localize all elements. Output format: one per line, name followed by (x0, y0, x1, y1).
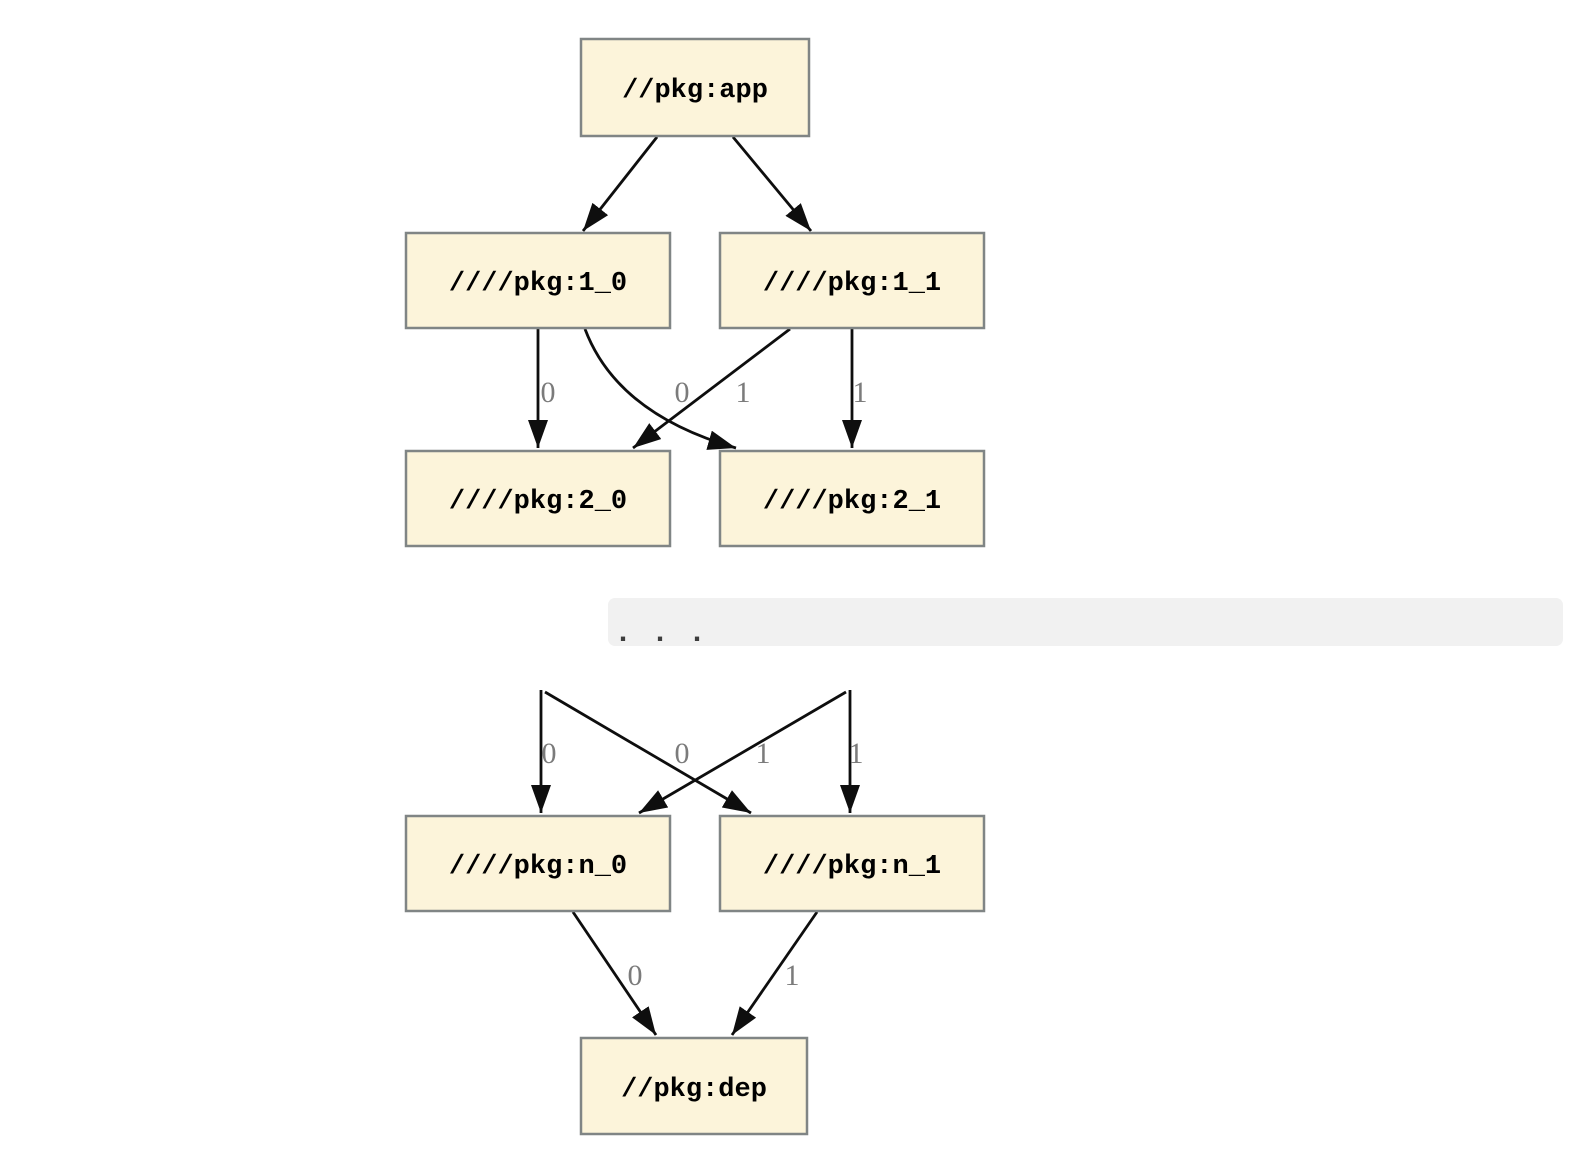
edge-label-1_0-2_0: 0 (541, 376, 556, 409)
edges-layer (528, 136, 862, 1036)
node-pkg-n_1: ////pkg:n_1 (718, 814, 986, 913)
edge-label-1_1-2_1: 1 (853, 376, 868, 409)
edge-1_0-to-2_1 (583, 328, 737, 450)
node-pkg-1_0-box (404, 231, 672, 330)
edge-label-n_1-dep: 1 (785, 959, 800, 992)
edge-label-n_0-dep: 0 (628, 959, 643, 992)
node-pkg-2_1-box (718, 449, 986, 548)
node-pkg-dep: //pkg:dep (579, 1036, 809, 1136)
node-pkg-n_1-box (718, 814, 986, 913)
node-pkg-n_0: ////pkg:n_0 (404, 814, 672, 913)
node-pkg-dep-label: //pkg:dep (621, 1075, 767, 1105)
node-pkg-1_0-label: ////pkg:1_0 (449, 269, 627, 299)
node-pkg-n_0-box (404, 814, 672, 913)
node-pkg-1_1: ////pkg:1_1 (718, 231, 986, 330)
node-pkg-app: //pkg:app (579, 37, 811, 138)
node-pkg-n_0-label: ////pkg:n_0 (449, 852, 627, 882)
node-pkg-1_1-box (718, 231, 986, 330)
edge-labels-layer: 0 0 1 1 0 0 1 1 0 1 (541, 376, 868, 992)
node-pkg-2_0-box (404, 449, 672, 548)
node-pkg-n_1-label: ////pkg:n_1 (763, 852, 941, 882)
ellipsis-bar (608, 598, 1563, 646)
edge-label-1_0-2_1: 1 (736, 376, 751, 409)
edge-ellipsis-to-n_0-cross (638, 690, 847, 815)
edge-label-prev-n_1-straight: 1 (849, 737, 864, 770)
edge-label-1_1-2_0: 0 (675, 376, 690, 409)
node-pkg-2_0: ////pkg:2_0 (404, 449, 672, 548)
node-pkg-1_0: ////pkg:1_0 (404, 231, 672, 330)
node-pkg-2_0-label: ////pkg:2_0 (449, 487, 627, 517)
edge-label-prev-n_0-straight: 0 (542, 737, 557, 770)
node-pkg-2_1: ////pkg:2_1 (718, 449, 986, 548)
node-pkg-app-label: //pkg:app (622, 76, 768, 106)
edge-label-prev-n_1-cross: 1 (756, 737, 771, 770)
node-pkg-app-box (579, 37, 811, 138)
nodes-layer: //pkg:app ////pkg:1_0 ////pkg:1_1 ////pk… (404, 37, 986, 1136)
ellipsis-dots: . . . (614, 617, 707, 651)
node-pkg-2_1-label: ////pkg:2_1 (763, 487, 941, 517)
edge-app-to-1_1 (731, 136, 813, 232)
node-pkg-dep-box (579, 1036, 809, 1136)
edge-n_0-to-dep (571, 911, 658, 1036)
edge-app-to-1_0 (581, 136, 659, 232)
edge-label-prev-n_0-cross: 0 (675, 737, 690, 770)
edge-n_1-to-dep (730, 911, 819, 1036)
edge-1_1-to-2_0 (632, 327, 791, 450)
edge-ellipsis-to-n_1-cross (544, 690, 752, 815)
node-pkg-1_1-label: ////pkg:1_1 (763, 269, 941, 299)
